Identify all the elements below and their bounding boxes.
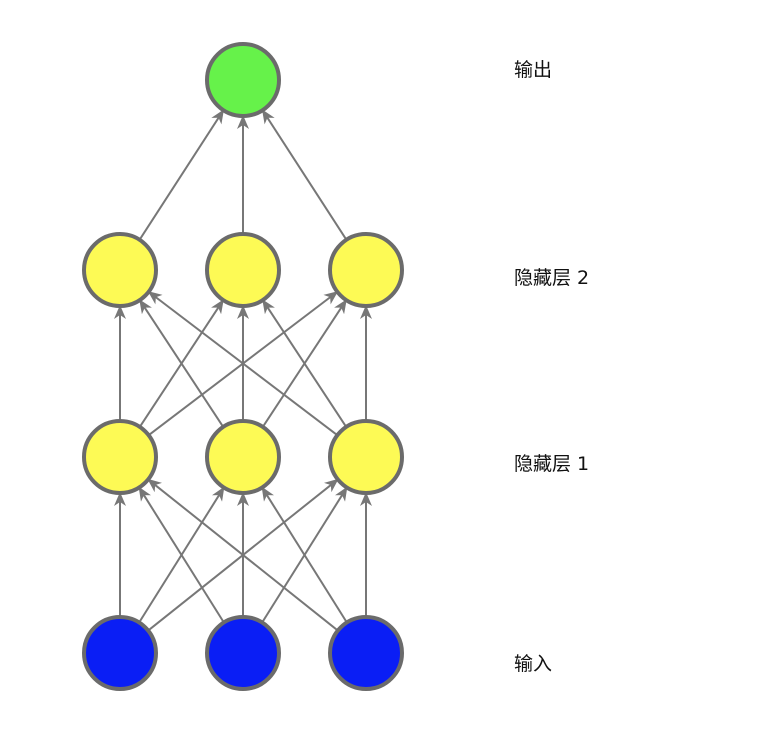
node-hidden1-2 (205, 419, 281, 495)
connection-edges (114, 109, 372, 632)
node-hidden2-1 (82, 232, 158, 308)
layer-label-output: 输出 (514, 59, 552, 81)
edge-hidden1-3-to-hidden2-2 (262, 299, 348, 428)
node-hidden2-3 (328, 232, 404, 308)
edge-hidden1-3-to-hidden2-1 (147, 291, 338, 437)
node-hidden1-1 (82, 419, 158, 495)
node-output-1 (205, 42, 281, 118)
node-hidden2-2 (205, 232, 281, 308)
node-hidden1-3 (328, 419, 404, 495)
edge-hidden2-3-to-output-1 (262, 109, 348, 241)
edge-hidden2-1-to-output-1 (138, 109, 224, 241)
edge-hidden1-2-to-hidden2-1 (139, 299, 225, 428)
layer-label-hidden-2: 隐藏层 2 (514, 267, 589, 289)
layer-label-hidden-1: 隐藏层 1 (514, 453, 589, 475)
node-input-3 (328, 615, 404, 691)
network-nodes (82, 42, 404, 691)
edge-input-3-to-hidden1-2 (261, 486, 348, 624)
layer-label-input: 输入 (514, 653, 552, 675)
node-input-1 (82, 615, 158, 691)
edge-input-2-to-hidden1-1 (138, 486, 225, 624)
node-input-2 (205, 615, 281, 691)
edge-input-3-to-hidden1-1 (147, 478, 339, 632)
